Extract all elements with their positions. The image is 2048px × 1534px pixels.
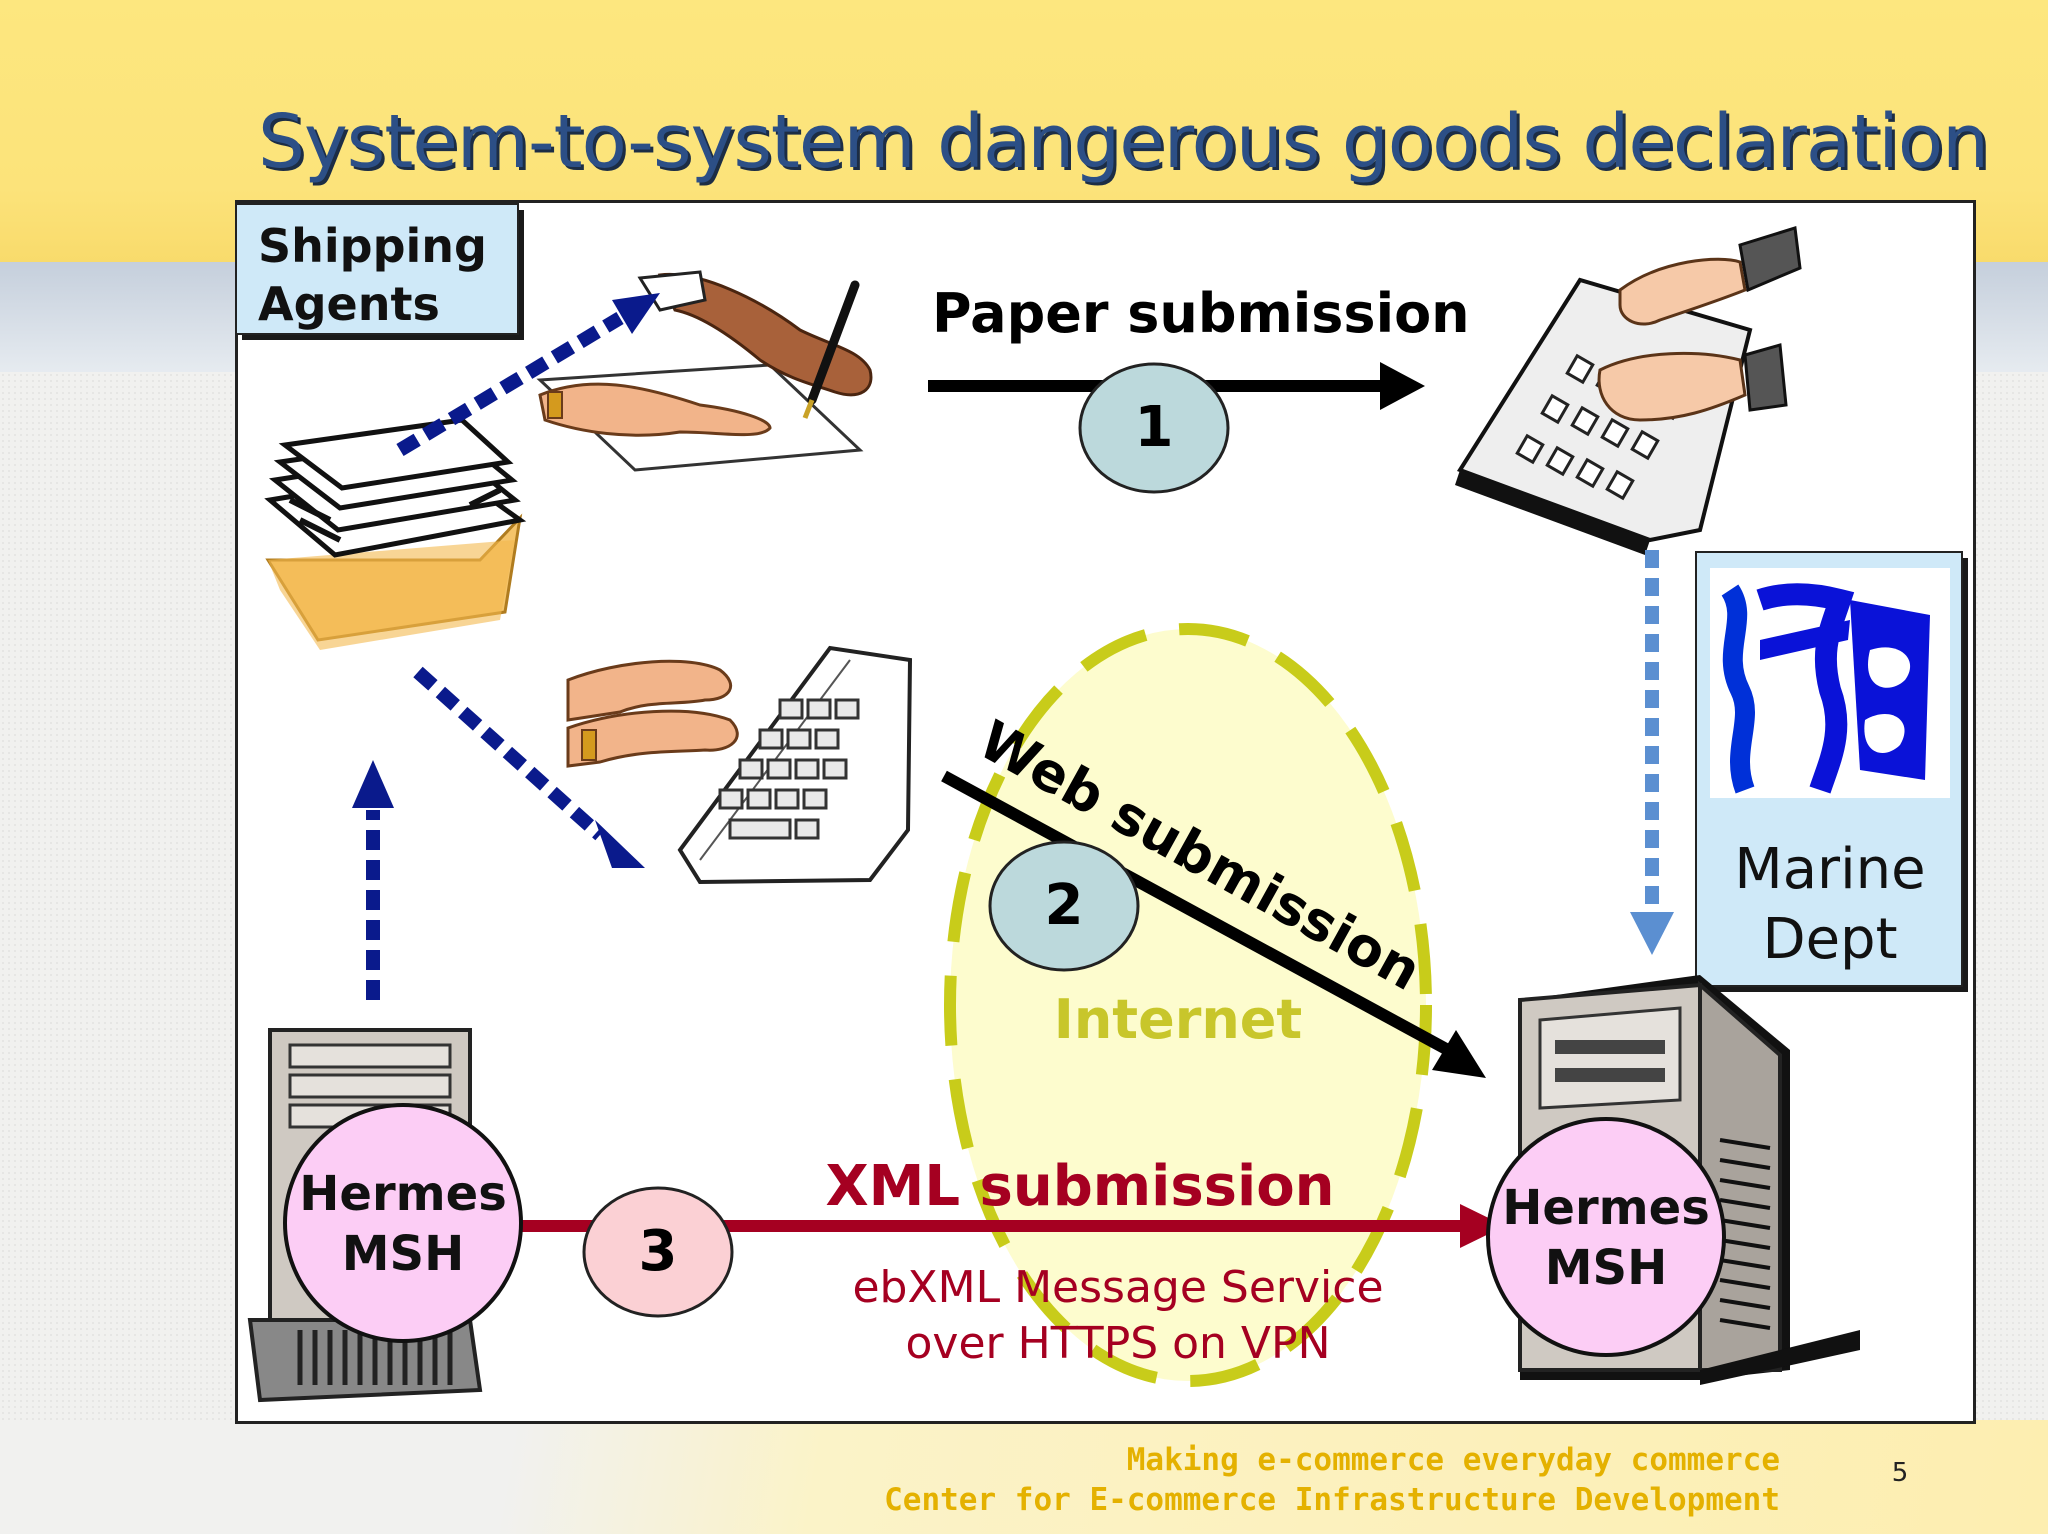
shipping-agents-label-line1: Shipping bbox=[258, 219, 487, 273]
footer-line-2: Center for E-commerce Infrastructure Dev… bbox=[884, 1482, 1780, 1518]
dotted-arrow-to-marine-server bbox=[1630, 550, 1674, 955]
right-msh-label-line2: MSH bbox=[1545, 1240, 1668, 1296]
step-3-badge: 3 bbox=[582, 1186, 734, 1318]
left-msh-label-line2: MSH bbox=[342, 1226, 465, 1282]
marine-dept-label-line2: Dept bbox=[1762, 907, 1897, 972]
slide-title: System-to-system dangerous goods declara… bbox=[258, 99, 1989, 185]
left-msh-label-line1: Hermes bbox=[299, 1166, 507, 1222]
right-msh-label-line1: Hermes bbox=[1502, 1180, 1710, 1236]
step-3-label: 3 bbox=[639, 1219, 678, 1284]
page-number: 5 bbox=[1891, 1458, 1909, 1488]
step-2-label: 2 bbox=[1045, 873, 1084, 938]
dotted-arrow-to-paper bbox=[396, 293, 660, 457]
left-hermes-msh-badge: Hermes MSH bbox=[283, 1103, 523, 1343]
step-2-badge: 2 bbox=[988, 840, 1140, 972]
paper-submission-arrow: Paper submission bbox=[928, 282, 1470, 410]
footer-background bbox=[0, 1420, 2048, 1534]
shipping-agents-label-line2: Agents bbox=[258, 277, 440, 331]
right-hermes-msh-badge: Hermes MSH bbox=[1486, 1117, 1726, 1357]
footer-text: Making e-commerce everyday commerce Cent… bbox=[700, 1440, 1780, 1520]
marine-dept-label-line1: Marine bbox=[1734, 837, 1925, 902]
internet-label: Internet bbox=[1054, 988, 1302, 1051]
paper-submission-label: Paper submission bbox=[932, 282, 1470, 345]
ebxml-note-line2: over HTTPS on VPN bbox=[906, 1318, 1331, 1369]
xml-submission-label: XML submission bbox=[825, 1154, 1334, 1219]
internet-cloud: Internet bbox=[944, 623, 1432, 1387]
data-entry-keyboard-icon bbox=[1455, 226, 1802, 555]
document-pile-icon bbox=[264, 417, 527, 650]
marine-dept-box: Marine Dept bbox=[1695, 551, 1968, 992]
marine-dept-logo-icon bbox=[1710, 568, 1950, 798]
dotted-arrow-to-web bbox=[413, 666, 645, 868]
xml-submission-arrow: XML submission ebXML Message Service ove… bbox=[520, 1154, 1505, 1369]
step-1-badge: 1 bbox=[1078, 362, 1230, 494]
dotted-arrow-server-to-agents bbox=[352, 760, 394, 1000]
footer-line-1: Making e-commerce everyday commerce bbox=[1126, 1442, 1780, 1478]
keyboard-hands-icon bbox=[566, 645, 913, 885]
step-1-label: 1 bbox=[1135, 395, 1174, 460]
shipping-agents-box: Shipping Agents bbox=[235, 203, 524, 340]
writing-hands-icon bbox=[536, 270, 873, 472]
ebxml-note-line1: ebXML Message Service bbox=[852, 1262, 1383, 1313]
